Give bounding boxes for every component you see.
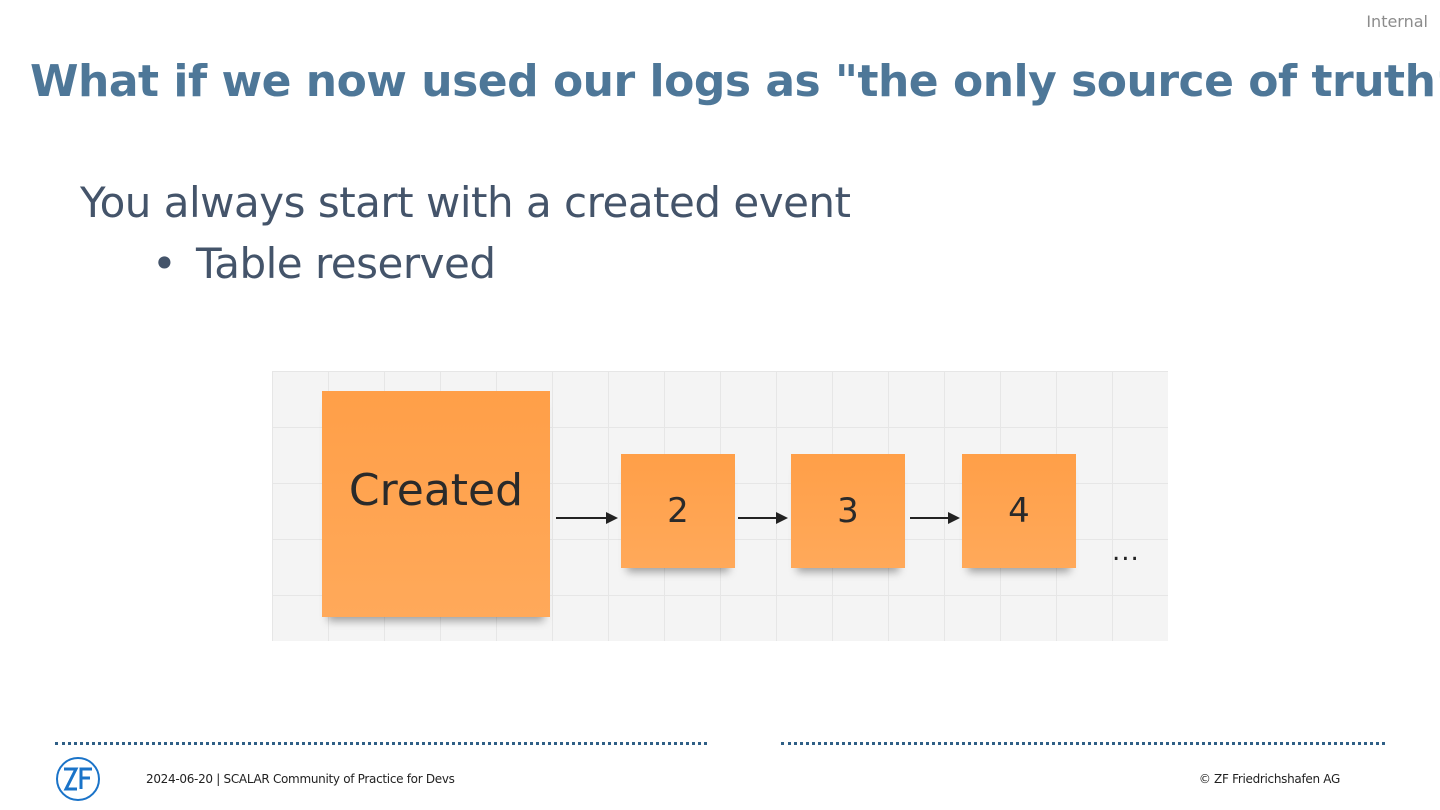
sticky-note-2: 2: [621, 454, 735, 568]
footer-divider-right: [781, 742, 1385, 745]
sticky-note-board: Created 2 3 4 ...: [272, 371, 1168, 641]
bullet-item: • Table reserved: [152, 239, 851, 288]
footer-divider-left: [55, 742, 707, 745]
sticky-note-label: Created: [348, 464, 524, 516]
classification-label: Internal: [1366, 12, 1428, 31]
sticky-note-label: 2: [667, 491, 689, 531]
arrow-icon: [910, 512, 960, 524]
footer-copyright: © ZF Friedrichshafen AG: [1198, 772, 1340, 786]
zf-logo-icon: [56, 757, 100, 801]
bullet-text: Table reserved: [196, 239, 496, 288]
body-line: You always start with a created event: [80, 178, 851, 227]
arrow-icon: [738, 512, 788, 524]
zf-logo-mark: [63, 767, 92, 791]
ellipsis-icon: ...: [1112, 537, 1140, 567]
bullet-dot-icon: •: [152, 239, 177, 288]
sticky-note-created: Created: [322, 391, 550, 617]
sticky-note-label: 4: [1008, 491, 1030, 531]
sticky-note-label: 3: [837, 491, 859, 531]
sticky-note-3: 3: [791, 454, 905, 568]
slide-title: What if we now used our logs as "the onl…: [30, 56, 1440, 107]
arrow-icon: [556, 512, 618, 524]
footer-date-event: 2024-06-20 | SCALAR Community of Practic…: [146, 772, 455, 786]
slide-body: You always start with a created event • …: [80, 178, 851, 288]
sticky-note-4: 4: [962, 454, 1076, 568]
